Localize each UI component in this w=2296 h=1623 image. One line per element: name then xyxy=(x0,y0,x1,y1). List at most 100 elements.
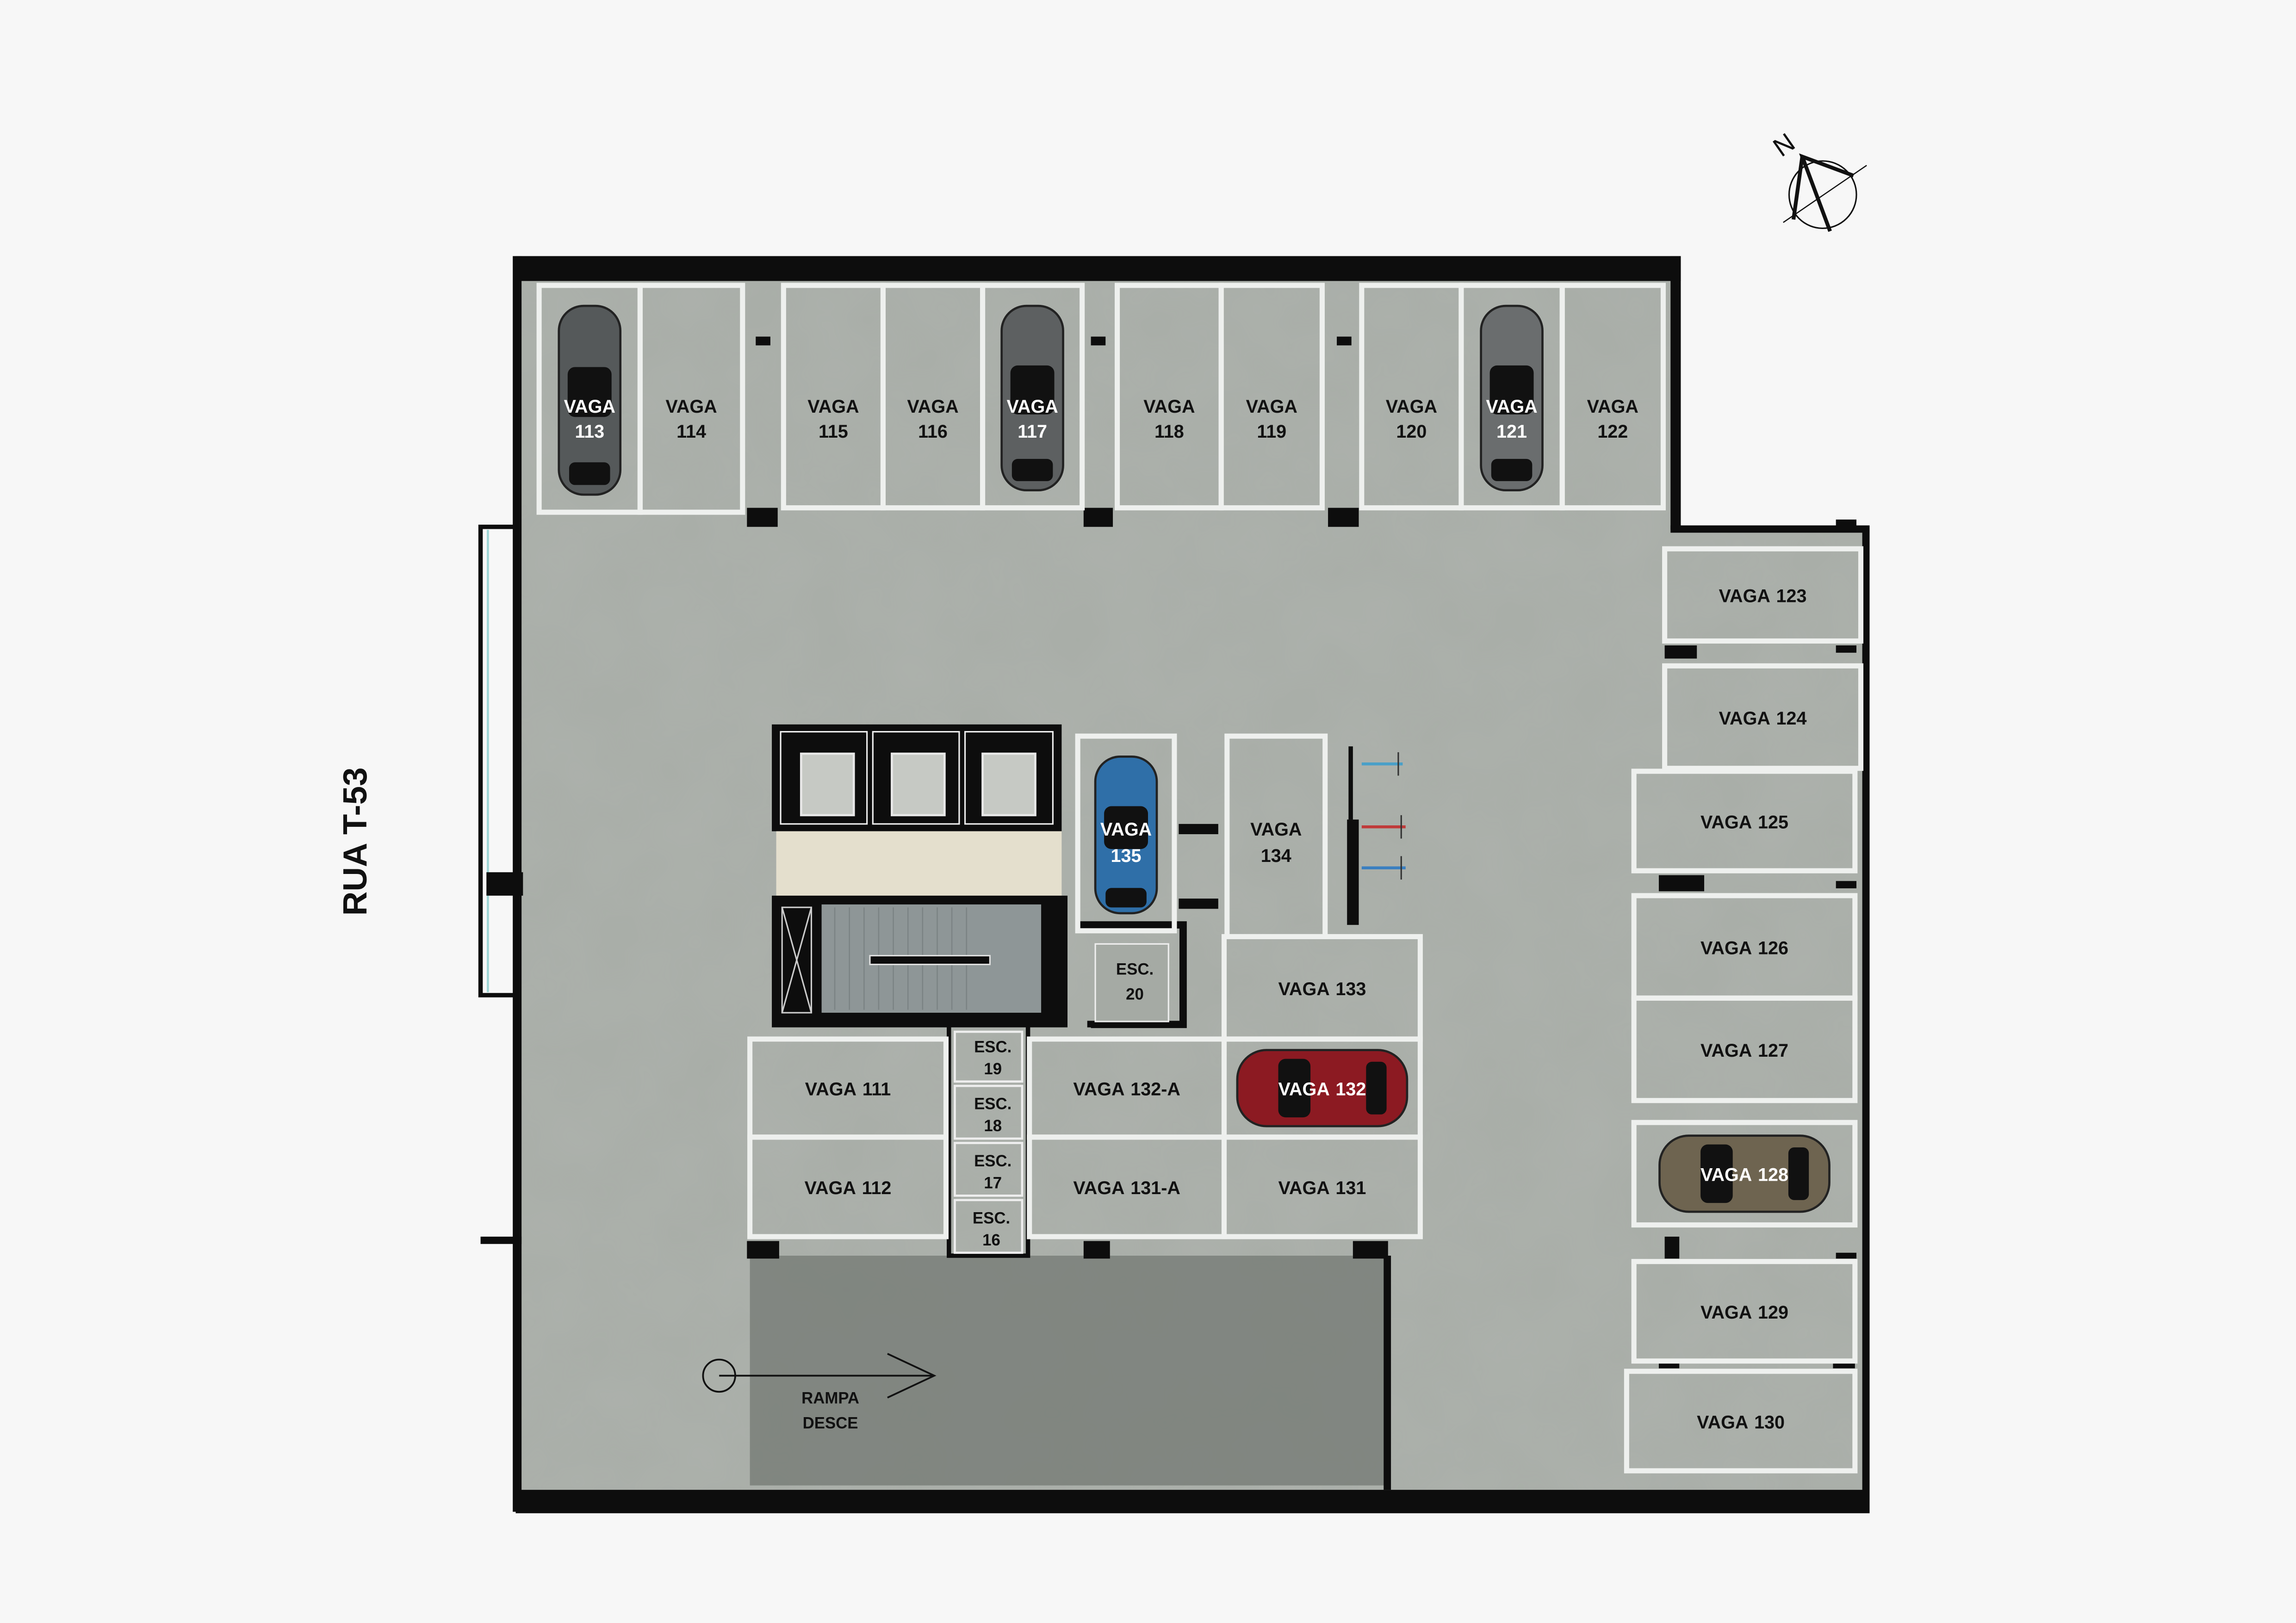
shaft-x-icon xyxy=(781,906,813,1014)
car-icon xyxy=(1236,1049,1409,1127)
spot-label: VAGA xyxy=(907,396,958,417)
storage-unit[interactable]: ESC. 20 xyxy=(1116,961,1154,1004)
bicycle-icon xyxy=(1361,856,1406,880)
spot-label: VAGA xyxy=(1386,396,1437,417)
spot-number: 115 xyxy=(819,421,848,442)
storage-label: ESC. xyxy=(974,1038,1011,1056)
spot-label: VAGA xyxy=(1246,396,1297,417)
storage-number: 18 xyxy=(984,1117,1002,1135)
spot-number: 113 xyxy=(575,421,604,442)
lobby-tiles xyxy=(776,831,1062,896)
storage-unit[interactable]: ESC.18 xyxy=(974,1096,1011,1135)
bicycle-icon xyxy=(1361,815,1406,839)
columns xyxy=(747,336,1856,1369)
car-icon xyxy=(1094,756,1158,915)
parking-spot[interactable]: VAGA 122 xyxy=(1559,283,1666,511)
spot-outline xyxy=(1662,663,1864,771)
storage-label: ESC. xyxy=(973,1209,1010,1227)
spot-number: 114 xyxy=(676,421,706,442)
storage-label: ESC. xyxy=(974,1152,1011,1170)
storage-unit[interactable]: ESC. 19 xyxy=(974,1038,1011,1078)
spot-outline xyxy=(1218,283,1325,511)
spot-number: 116 xyxy=(918,421,948,442)
spot-outline xyxy=(1631,995,1858,1103)
storage-number: 17 xyxy=(984,1175,1002,1192)
storage-unit[interactable]: ESC.16 xyxy=(973,1209,1010,1249)
wall-right-step xyxy=(1670,525,1870,533)
bike-rack xyxy=(1347,746,1406,925)
storage-label: ESC. xyxy=(1116,961,1154,979)
parking-spot[interactable]: VAGA 121 xyxy=(1458,283,1565,511)
car-icon xyxy=(1480,304,1544,492)
spot-label: VAGA xyxy=(564,396,615,417)
spot-label: VAGA xyxy=(1006,396,1058,417)
spot-label: VAGA xyxy=(1143,396,1195,417)
wall-bottom xyxy=(515,1490,1870,1513)
spot-number: 119 xyxy=(1257,421,1286,442)
spot-outline xyxy=(1662,546,1864,644)
storage-number: 19 xyxy=(984,1060,1002,1078)
facade-window xyxy=(478,525,518,997)
north-label: N xyxy=(1768,127,1800,162)
spot-outline xyxy=(1631,768,1858,873)
spot-number: 135 xyxy=(1111,846,1142,866)
wall-right-upper xyxy=(1670,256,1681,530)
ramp-label: RAMPA xyxy=(801,1390,859,1407)
spot-label: VAGA xyxy=(1250,819,1302,840)
parking-spot[interactable]: VAGA 135 xyxy=(1075,733,1177,934)
parking-spots: VAGA113VAGA114VAGA115VAGA116VAGA117VAGA1… xyxy=(536,283,1864,1474)
parking-spot[interactable]: VAGA 113 xyxy=(536,283,643,515)
spot-outline xyxy=(1631,1259,1858,1364)
street-name: RUA T-53 xyxy=(336,767,374,916)
car-icon xyxy=(1000,304,1064,492)
spot-number: 122 xyxy=(1597,421,1628,442)
spot-label: VAGA xyxy=(1587,396,1638,417)
elevator-shaft xyxy=(891,752,946,817)
spot-number: 120 xyxy=(1396,421,1427,442)
parking-spot[interactable]: VAGA 119 xyxy=(1218,283,1325,511)
spot-number: 134 xyxy=(1261,846,1291,866)
ramp-direction-arrow xyxy=(702,1353,937,1399)
spot-label: VAGA xyxy=(1100,819,1152,840)
storage-number: 20 xyxy=(1126,985,1144,1003)
wall-top xyxy=(515,256,1681,281)
floor-slab xyxy=(478,256,1870,1513)
car-icon xyxy=(1658,1134,1831,1213)
spot-number: 121 xyxy=(1496,421,1527,442)
elevator-shaft xyxy=(981,752,1036,817)
ramp-label: DESCE xyxy=(803,1414,858,1432)
car-icon xyxy=(558,304,622,496)
spot-outline xyxy=(980,283,1085,511)
storage-unit[interactable]: ESC. 17 xyxy=(974,1152,1011,1192)
spot-number: 118 xyxy=(1154,421,1184,442)
spot-label: VAGA xyxy=(1486,396,1537,417)
